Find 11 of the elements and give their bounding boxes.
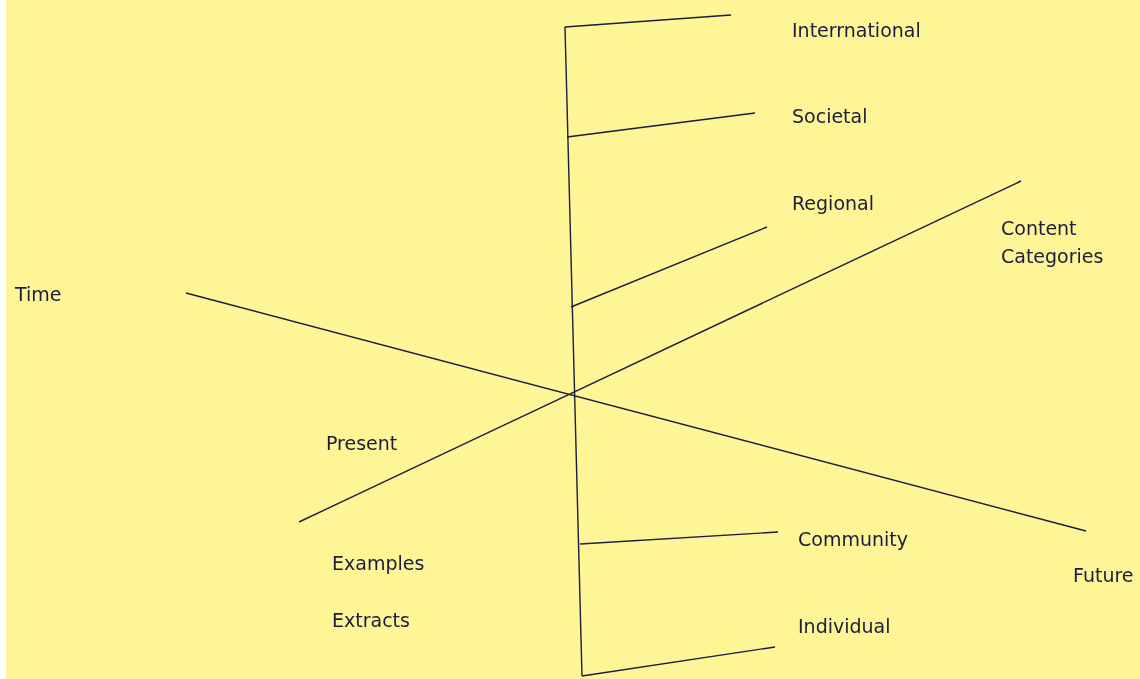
axis-label: Future [1073,563,1134,588]
axis-label: Extracts [332,608,410,633]
axis-label: Interrnational [792,18,921,43]
axis-label: Individual [798,614,891,639]
axis-label: Community [798,527,908,552]
axis-label: Time [15,282,62,307]
axis-label: Societal [792,104,868,129]
axis-label: Content Categories [1001,216,1105,269]
axis-label: Present [326,431,398,456]
axis-label: Regional [792,191,874,216]
axis-label: Examples [332,551,425,576]
